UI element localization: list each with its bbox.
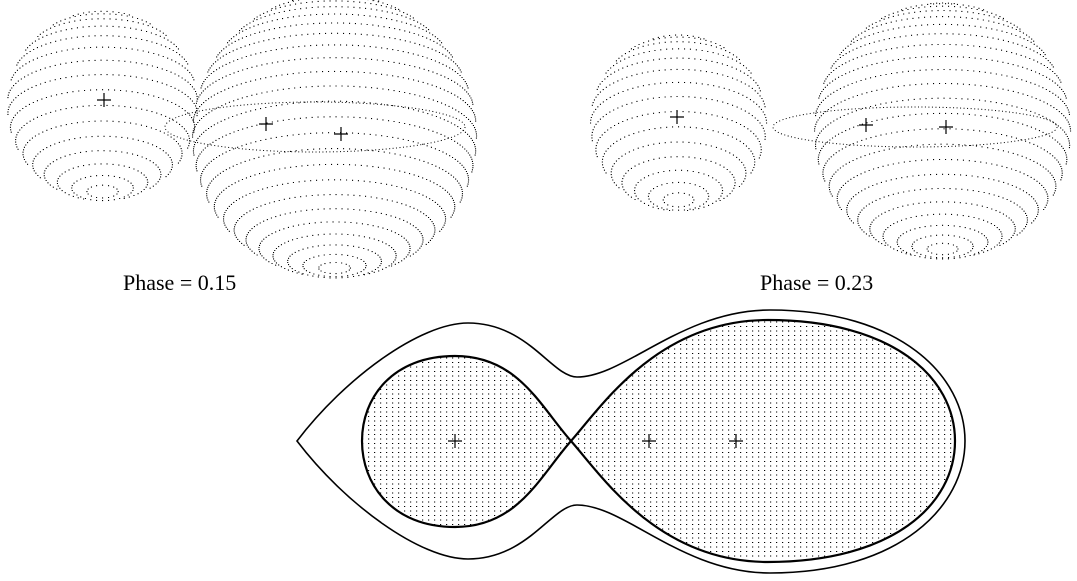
panel1-star-large bbox=[164, 0, 478, 279]
phase-label-023: Phase = 0.23 bbox=[760, 270, 874, 295]
panel1-center-mass bbox=[334, 127, 348, 141]
panel1-center-small bbox=[97, 93, 111, 107]
panel2-center-large bbox=[859, 118, 873, 132]
panel1-center-large bbox=[259, 117, 273, 131]
panel1-star-small bbox=[7, 10, 198, 202]
panel3-center-large bbox=[729, 434, 743, 448]
phase-label-015: Phase = 0.15 bbox=[123, 270, 237, 295]
panel2-center-mass bbox=[939, 120, 953, 134]
panel3-center-small bbox=[448, 434, 462, 448]
panel2-star-small bbox=[590, 34, 768, 212]
panel3-center-mass bbox=[642, 434, 656, 448]
panel2-center-small bbox=[670, 110, 684, 124]
roche-lobe-panel bbox=[295, 309, 966, 574]
panel2-star-large bbox=[772, 2, 1072, 260]
